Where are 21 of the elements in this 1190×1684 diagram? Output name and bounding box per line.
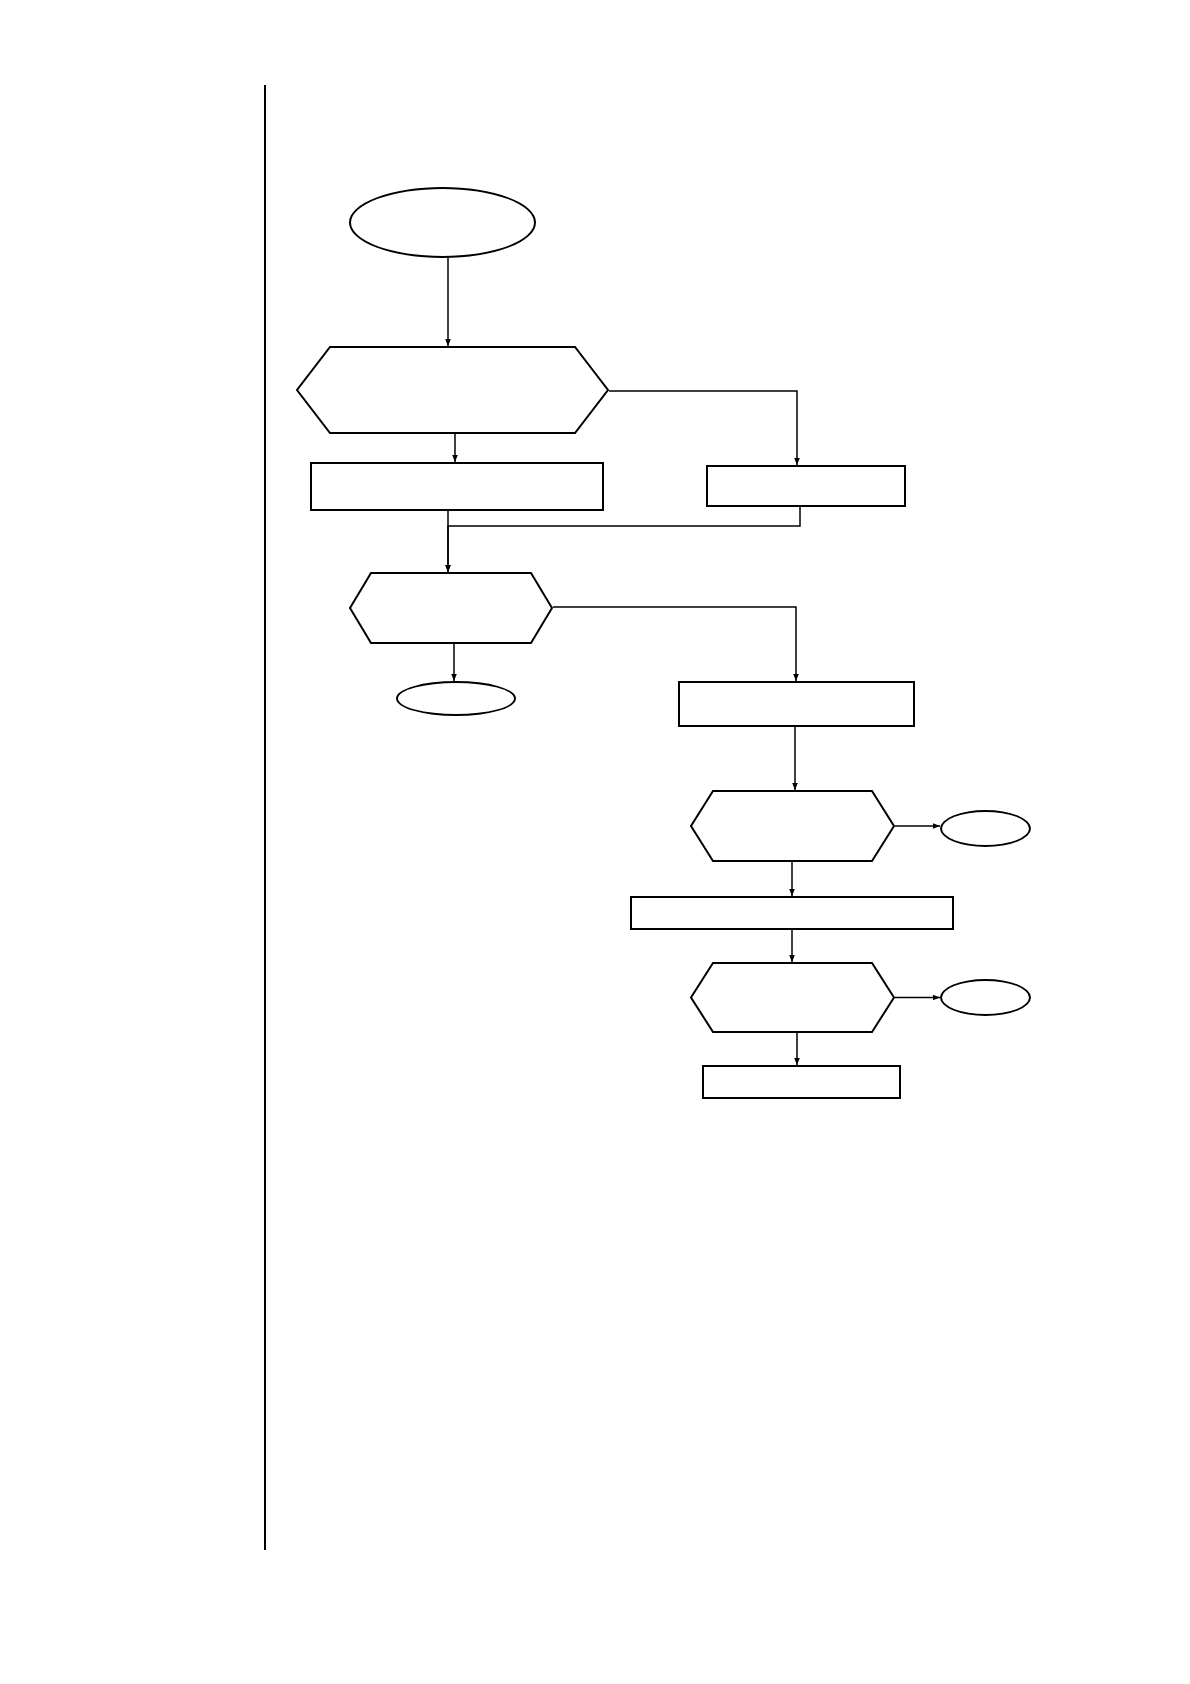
decision-hexagon xyxy=(349,572,553,644)
arrow xyxy=(789,861,795,897)
arrow xyxy=(445,506,801,573)
arrow xyxy=(452,433,458,463)
decision-hexagon xyxy=(690,790,895,862)
process-box xyxy=(678,681,915,727)
arrow xyxy=(792,726,798,791)
process-box xyxy=(706,465,906,507)
arrow xyxy=(552,606,799,682)
arrow xyxy=(789,929,795,963)
arrow xyxy=(445,257,451,347)
process-box xyxy=(702,1065,901,1099)
arrow xyxy=(794,1032,800,1066)
arrow xyxy=(894,994,941,1001)
decision-hexagon xyxy=(296,346,609,434)
process-box xyxy=(310,462,604,511)
arrow xyxy=(608,390,800,466)
arrow xyxy=(894,823,941,829)
arrow xyxy=(451,643,457,682)
decision-hexagon xyxy=(690,962,895,1033)
process-box xyxy=(630,896,954,930)
